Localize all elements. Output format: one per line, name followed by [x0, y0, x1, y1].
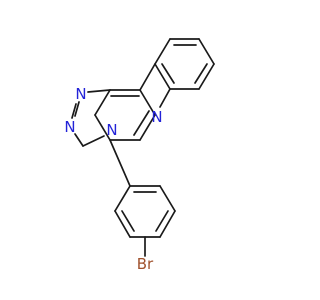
atom-label-n: N	[75, 85, 86, 103]
bond	[155, 210, 169, 232]
bond	[194, 63, 208, 84]
bond	[114, 210, 131, 238]
bond	[71, 103, 77, 119]
bond	[159, 185, 176, 212]
bond	[198, 63, 215, 90]
bond	[154, 38, 171, 65]
atom-label-n: N	[151, 108, 162, 126]
molecule-structure: N N N N Br	[64, 38, 215, 273]
bond	[94, 114, 111, 141]
bond	[161, 63, 175, 84]
bond	[139, 114, 156, 141]
atom-label-br: Br	[137, 255, 154, 273]
atom-label-n: N	[64, 118, 75, 136]
bond	[74, 101, 80, 117]
bonds	[71, 38, 215, 257]
bond	[82, 135, 105, 147]
bond	[121, 210, 135, 232]
bond	[109, 139, 131, 187]
bond	[139, 89, 156, 116]
bond	[159, 88, 171, 108]
bond	[74, 133, 84, 147]
atom-labels: N N N N Br	[64, 85, 162, 273]
atom-label-n: N	[106, 121, 117, 139]
bond	[133, 110, 150, 136]
bond	[159, 210, 176, 238]
bond	[87, 89, 111, 93]
bond	[94, 89, 111, 116]
bond	[154, 63, 171, 90]
bond	[114, 185, 131, 212]
bond	[198, 38, 215, 65]
bond	[139, 63, 156, 91]
